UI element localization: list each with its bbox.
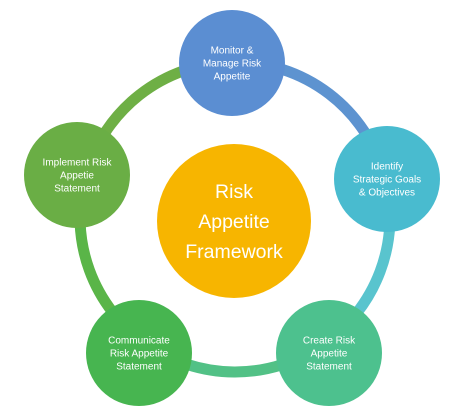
node-monitor-label-line-1: Monitor & <box>211 46 254 57</box>
node-implement-label-line-2: Appetie <box>60 171 94 182</box>
node-create-label-line-2: Appetite <box>311 349 348 360</box>
center-label-line-1: Risk <box>215 181 253 203</box>
node-implement-label-line-3: Statement <box>54 184 100 195</box>
node-identify-circle <box>334 126 440 232</box>
node-communicate-label-line-3: Statement <box>116 362 162 373</box>
node-implement-circle <box>24 122 130 228</box>
center-label-line-2: Appetite <box>198 211 270 233</box>
center-circle <box>157 144 311 298</box>
node-communicate-label-line-1: Communicate <box>108 336 170 347</box>
node-identify-label-line-3: & Objectives <box>359 188 415 199</box>
cycle-nodes: Monitor &Manage RiskAppetiteIdentifyStra… <box>24 10 440 406</box>
node-monitor-label-line-3: Appetite <box>214 72 251 83</box>
node-create-label-line-3: Statement <box>306 362 352 373</box>
node-monitor-circle <box>179 10 285 116</box>
node-create-label-line-1: Create Risk <box>303 336 356 347</box>
node-communicate-label-line-2: Risk Appetite <box>110 349 169 360</box>
node-create-circle <box>276 300 382 406</box>
node-communicate-circle <box>86 300 192 406</box>
node-implement-label-line-1: Implement Risk <box>43 158 113 169</box>
center-hub: Risk Appetite Framework <box>157 144 311 298</box>
center-label-line-3: Framework <box>185 241 283 263</box>
node-identify-label-line-1: Identify <box>371 162 403 173</box>
node-monitor-label-line-2: Manage Risk <box>203 59 262 70</box>
node-identify-label-line-2: Strategic Goals <box>353 175 421 186</box>
